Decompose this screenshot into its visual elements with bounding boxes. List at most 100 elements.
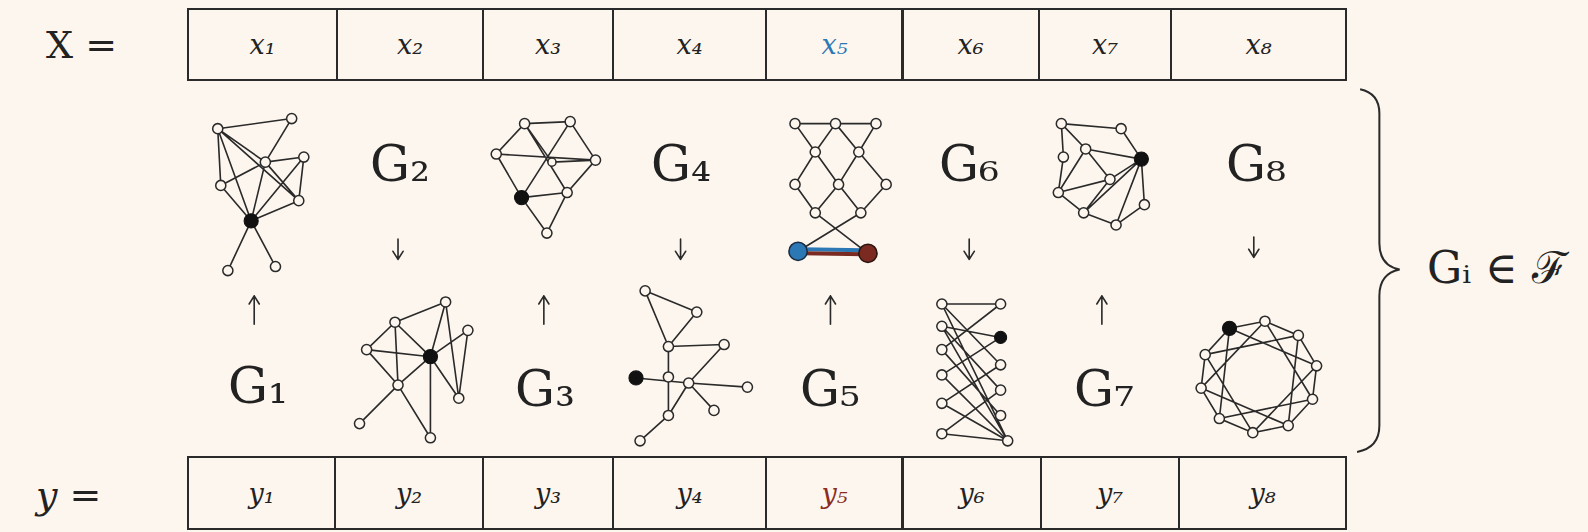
vertex	[937, 321, 947, 331]
vertex	[223, 265, 233, 275]
vertex	[393, 380, 403, 390]
vertex	[441, 297, 451, 307]
vertex	[692, 307, 702, 317]
down-arrow	[393, 239, 403, 259]
vertex	[833, 179, 843, 189]
array-cell: y₄	[612, 456, 767, 530]
cell-text: x₇	[1092, 29, 1118, 60]
red-vertex	[859, 244, 877, 262]
vertex	[1214, 413, 1224, 423]
graph-label: G₁	[228, 359, 288, 414]
vertex	[709, 405, 719, 415]
vertex	[742, 382, 752, 392]
vertex	[881, 179, 891, 189]
vertex	[390, 317, 400, 327]
vertex	[1260, 316, 1270, 326]
array-cell: x₁	[187, 8, 338, 81]
vertex	[996, 385, 1006, 395]
graph-label: G₅	[800, 362, 860, 417]
vertex	[213, 124, 223, 134]
array-cell: x₆	[901, 8, 1040, 81]
vertex	[871, 119, 881, 129]
vertex	[1293, 330, 1303, 340]
up-arrow	[249, 296, 259, 324]
vertex	[937, 398, 947, 408]
cell-text: x₈	[1245, 29, 1271, 60]
graph-edges	[218, 119, 304, 271]
vertex	[454, 393, 464, 403]
vertex	[856, 208, 866, 218]
vertex	[663, 341, 673, 351]
vertex	[362, 345, 372, 355]
vertex	[1058, 152, 1068, 162]
curly-brace	[1357, 89, 1400, 452]
vector-name: X =	[46, 25, 117, 67]
cell-text: x₆	[957, 29, 983, 60]
array-cell: x₇	[1038, 8, 1172, 81]
graph-label: G₇	[1074, 362, 1134, 417]
up-arrow	[1097, 296, 1107, 324]
marked-vertex	[629, 371, 643, 385]
vertex	[1248, 428, 1258, 438]
blue-vertex	[789, 242, 807, 260]
vertex	[810, 208, 820, 218]
cell-text: y₁	[248, 478, 274, 509]
marked-vertex	[1134, 152, 1148, 166]
cell-text: y₆	[958, 478, 984, 509]
down-arrow	[676, 239, 686, 259]
graph-edges	[360, 302, 468, 438]
array-cell: y₇	[1040, 456, 1180, 530]
vertex	[1053, 187, 1063, 197]
vertex	[590, 155, 600, 165]
vertex	[1003, 436, 1013, 446]
vertex	[463, 325, 473, 335]
graph-vertices	[213, 113, 1322, 445]
vertex	[937, 299, 947, 309]
arrows	[249, 237, 1259, 324]
vertex	[663, 372, 673, 382]
vertex	[684, 378, 694, 388]
vertex	[520, 119, 530, 129]
vertex	[790, 119, 800, 129]
graph-label: G₂	[370, 137, 430, 192]
graph-label: G₆	[939, 137, 999, 192]
vertex	[260, 157, 270, 167]
array-cell: y₈	[1178, 456, 1347, 530]
graph-edges	[636, 291, 747, 441]
vertex	[287, 113, 297, 123]
vertex	[425, 433, 435, 443]
vertex	[719, 339, 729, 349]
cell-text: x₁	[249, 29, 275, 60]
graph-edges	[1058, 124, 1144, 225]
vertex	[354, 419, 364, 429]
marked-vertex	[244, 214, 258, 228]
cell-text: x₂	[397, 29, 423, 60]
graph-edges	[942, 304, 1008, 441]
vertex	[663, 410, 673, 420]
cell-text: x₅	[821, 29, 847, 60]
vertex	[216, 180, 226, 190]
vertex	[1116, 124, 1126, 134]
vertex	[299, 152, 309, 162]
array-cell: y₃	[482, 456, 614, 530]
cell-text: y₅	[821, 478, 847, 509]
family-label: Gᵢ ∈ ℱ	[1427, 244, 1568, 292]
vertex	[1079, 208, 1089, 218]
vertex	[548, 158, 556, 166]
array-cell: y₅	[765, 456, 904, 530]
vertex	[790, 179, 800, 189]
vertex	[640, 286, 650, 296]
vertex	[542, 228, 552, 238]
down-arrow	[1249, 237, 1259, 257]
vertex	[1139, 200, 1149, 210]
vertex	[294, 196, 304, 206]
marked-vertex	[423, 350, 437, 364]
vertex	[1196, 383, 1206, 393]
vertex	[562, 187, 572, 197]
graph-label: G₄	[651, 137, 711, 192]
vertex	[1105, 174, 1115, 184]
array-cell: x₄	[612, 8, 767, 81]
array-cell: x₃	[482, 8, 614, 81]
cell-text: x₄	[676, 29, 702, 60]
